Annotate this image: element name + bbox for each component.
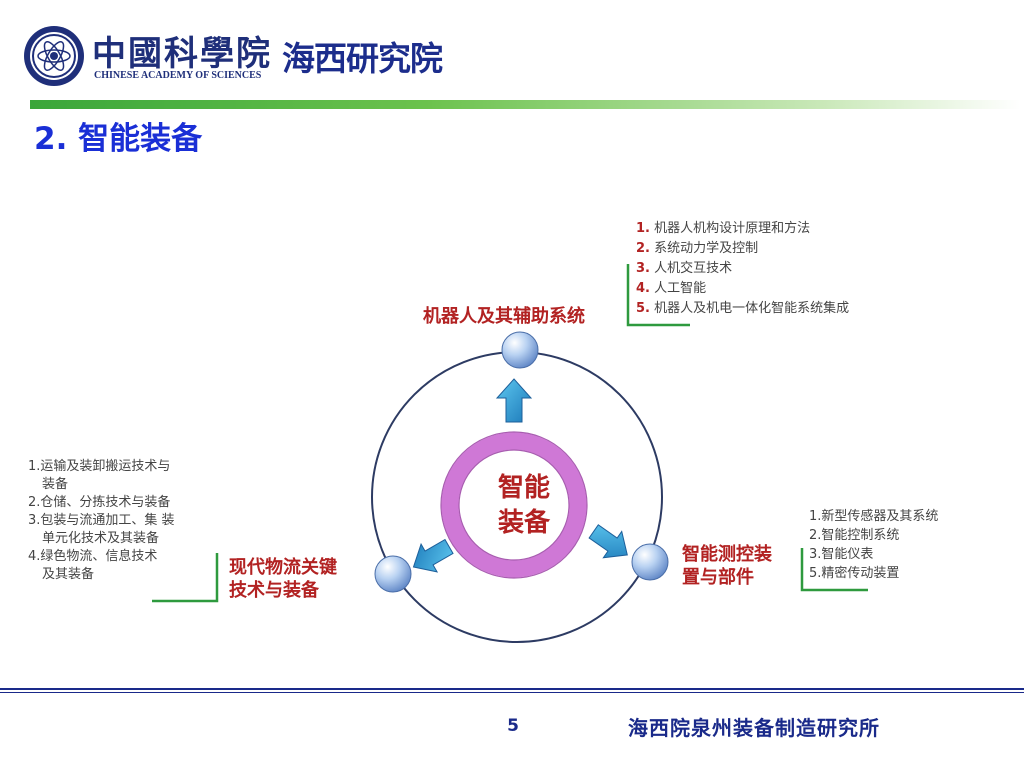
footer-organization: 海西院泉州装备制造研究所 [628, 716, 880, 740]
robot-branch-title: 机器人及其辅助系统 [423, 306, 585, 327]
list-item: 5.精密传动装置 [809, 566, 900, 581]
list-item: 5. 机器人及机电一体化智能系统集成 [636, 301, 850, 316]
page-number: 5 [507, 716, 519, 736]
footer-divider-thin [0, 692, 1024, 693]
list-item: 2.仓储、分拣技术与装备 [28, 495, 171, 510]
center-label-line1: 智能 [498, 472, 550, 503]
cas-emblem-logo [24, 26, 84, 86]
cas-name-en: CHINESE ACADEMY OF SCIENCES [94, 70, 262, 81]
section-title: 2. 智能装备 [34, 121, 203, 157]
list-item: 2.智能控制系统 [809, 528, 900, 543]
footer-divider [0, 688, 1024, 690]
bracket-logistics [152, 553, 219, 603]
arrow-lower-left [412, 538, 454, 573]
list-item: 1. 机器人机构设计原理和方法 [636, 221, 811, 236]
measure-topic-list: 1.新型传感器及其系统 2.智能控制系统 3.智能仪表 5.精密传动装置 [809, 507, 938, 583]
logistics-topic-list: 1.运输及装卸搬运技术与 装备 2.仓储、分拣技术与装备 3.包装与流通加工、集… [28, 458, 175, 584]
node-right [631, 543, 669, 581]
arrow-up [495, 378, 533, 423]
node-left [374, 555, 412, 593]
cas-name-cn: 中國科學院 [92, 34, 272, 74]
list-item: 3.智能仪表 [809, 547, 874, 562]
node-top [501, 331, 539, 369]
bracket-robot [626, 264, 690, 327]
robot-topic-list: 1. 机器人机构设计原理和方法 2. 系统动力学及控制 3. 人机交互技术 4.… [636, 219, 849, 319]
logistics-branch-title: 现代物流关键 技术与装备 [229, 557, 337, 601]
institute-name: 海西研究院 [282, 39, 443, 78]
header-divider-bar [30, 100, 1020, 109]
center-ring [441, 432, 587, 578]
list-item: 3. 人机交互技术 [636, 261, 733, 276]
list-item: 单元化技术及其装备 [42, 531, 160, 546]
bracket-measure [800, 548, 868, 592]
list-item: 及其装备 [42, 567, 95, 582]
list-item: 1.运输及装卸搬运技术与 [28, 459, 171, 474]
center-label-line2: 装备 [498, 508, 551, 538]
measure-branch-title: 智能测控装 置与部件 [682, 544, 772, 588]
list-item: 4. 人工智能 [636, 281, 707, 296]
list-item: 4.绿色物流、信息技术 [28, 549, 158, 564]
list-item: 3.包装与流通加工、集 装 [28, 513, 175, 528]
list-item: 装备 [42, 477, 69, 492]
arrow-lower-right [588, 524, 628, 559]
list-item: 1.新型传感器及其系统 [809, 509, 939, 524]
list-item: 2. 系统动力学及控制 [636, 241, 759, 256]
